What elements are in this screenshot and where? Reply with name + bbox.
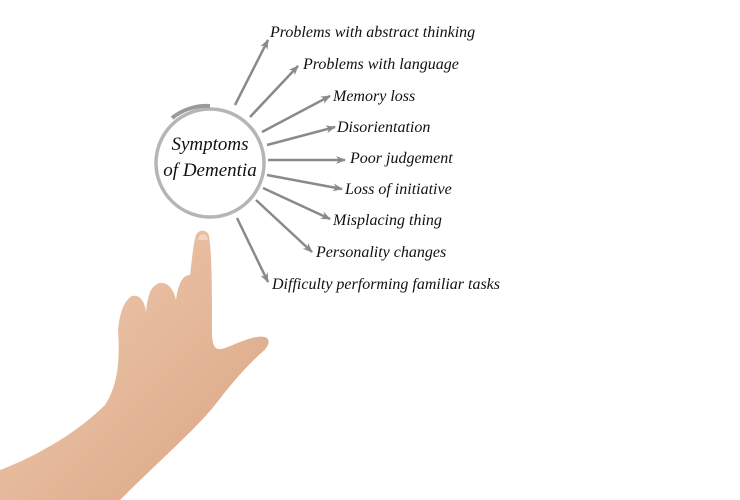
center-label-line-1: Symptoms [171,134,249,155]
arrow [266,125,336,147]
symptom-label: Difficulty performing familiar tasks [272,276,500,293]
symptom-label: Disorientation [337,119,431,136]
arrow [266,173,343,192]
arrow [255,199,313,253]
arrows-group [233,39,346,283]
symptom-label: Problems with abstract thinking [270,24,476,41]
symptom-label: Loss of initiative [345,181,452,198]
center-label-line-2: of Dementia [163,160,257,181]
arrow [262,186,331,221]
arrow [249,65,299,118]
symptom-label: Poor judgement [350,150,453,167]
pointing-hand [0,230,269,500]
center-label: Symptoms of Dementia [152,132,268,184]
arrow [235,217,270,283]
arrow [233,39,270,106]
circle-swoosh [170,103,211,120]
arrow [261,94,331,134]
symptom-label: Problems with language [303,56,459,73]
symptom-label: Misplacing thing [333,212,442,229]
symptom-label: Personality changes [316,244,447,261]
symptom-label: Memory loss [333,88,416,105]
fingernail [198,234,208,240]
center-circle [154,107,266,219]
